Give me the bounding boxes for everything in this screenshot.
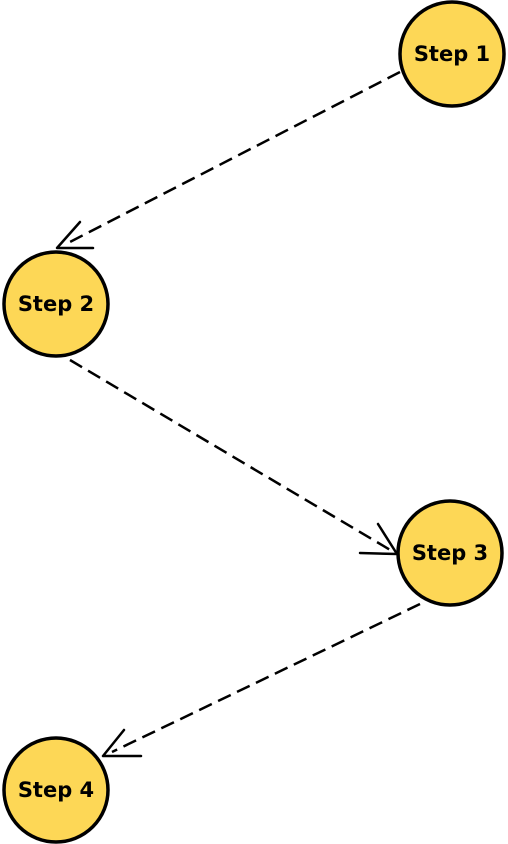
node-step-1[interactable]: Step 1 [398,0,506,108]
edge-line [111,602,421,754]
node-step-3[interactable]: Step 3 [396,499,504,607]
node-circle [396,499,504,607]
node-label: Step 1 [414,42,490,66]
node-circle [2,736,110,844]
edges [55,70,421,758]
edge-line [69,358,393,553]
edge-step2-to-step3 [69,358,399,556]
arrowhead-icon [101,728,143,758]
node-label: Step 3 [412,541,488,565]
arrowhead-icon [358,522,399,556]
edge-step3-to-step4 [101,602,421,758]
node-circle [398,0,506,108]
edge-line [65,70,401,246]
node-label: Step 2 [18,292,94,316]
node-circle [2,250,110,358]
node-step-4[interactable]: Step 4 [2,736,110,844]
node-label: Step 4 [18,778,94,802]
node-step-2[interactable]: Step 2 [2,250,110,358]
edge-step1-to-step2 [55,70,401,250]
arrowhead-icon [55,220,95,250]
